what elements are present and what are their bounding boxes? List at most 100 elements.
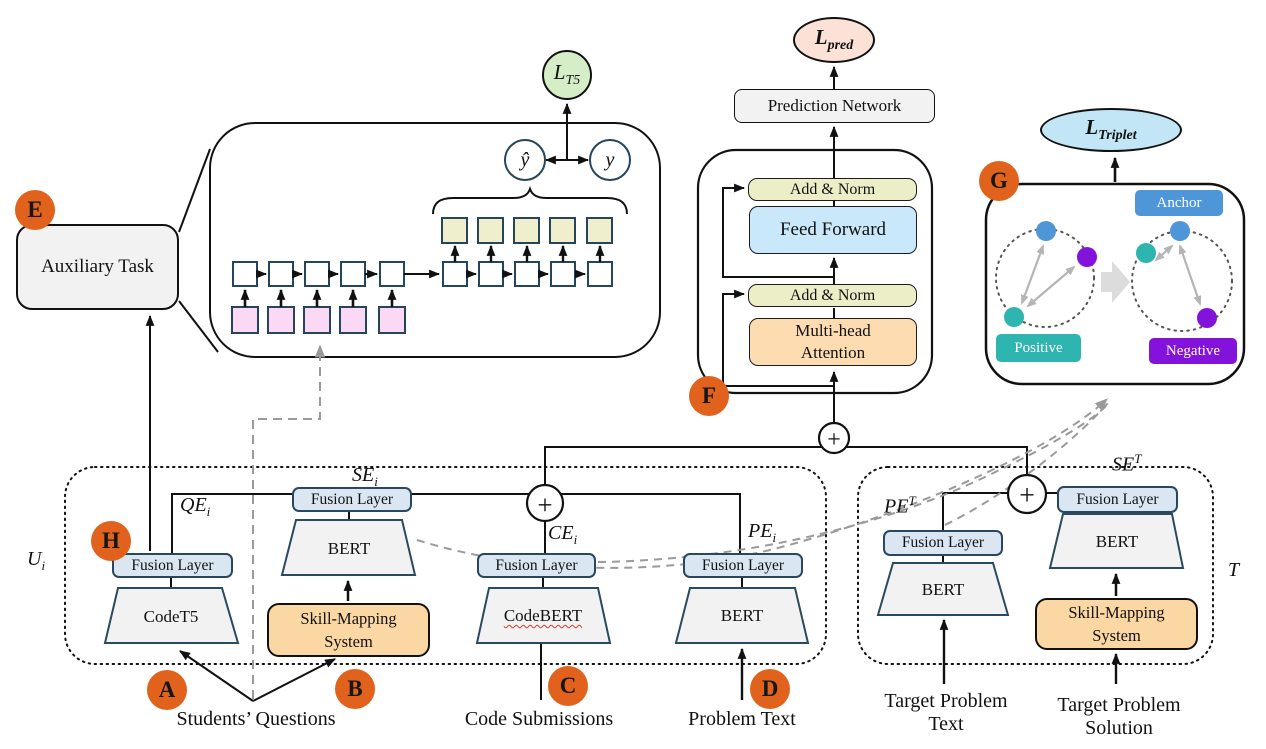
- positive-dot: [1136, 243, 1156, 263]
- dashed-routes: [252, 344, 1111, 699]
- input-token-cell: [231, 306, 259, 334]
- label-pe: PEi: [748, 520, 777, 545]
- residual-lower: [722, 289, 834, 387]
- negative-label: Negative: [1149, 338, 1237, 364]
- input-token-cell: [267, 306, 295, 334]
- triplet-internals: [995, 221, 1233, 332]
- loss-pred-node: Lpred: [793, 17, 875, 63]
- output-token-cell: [513, 217, 540, 244]
- arrow-questions-to-sms: [252, 658, 336, 702]
- encoder-cell: [304, 261, 330, 287]
- plus-symbol: +: [827, 427, 841, 453]
- output-token-cell: [586, 217, 613, 244]
- codet5-label: CodeT5: [143, 607, 199, 626]
- bert-set-label: BERT: [1095, 532, 1139, 551]
- concat-t: [1006, 473, 1048, 515]
- badge-f: F: [689, 376, 729, 416]
- dist-anchor-positive-after: [1154, 244, 1174, 262]
- encoder-cell: [340, 261, 366, 287]
- bert-pe-shape: [674, 587, 810, 644]
- residual-upper: [722, 183, 834, 278]
- badge-g: G: [979, 161, 1019, 201]
- bert-set-shape: [1048, 513, 1185, 569]
- bert-se-shape: [280, 519, 417, 576]
- fusion-layer-set: Fusion Layer: [1057, 486, 1178, 513]
- t5-cells: [231, 185, 628, 334]
- positive-dot: [1004, 307, 1024, 327]
- label-ui: Ui: [27, 548, 46, 573]
- label-se: SEi: [352, 464, 378, 489]
- anchor-dot: [1036, 221, 1056, 241]
- codet5-shape: [103, 587, 240, 644]
- target-problem-text-label: Target Problem Text: [884, 690, 1008, 735]
- input-token-cell: [378, 306, 406, 334]
- label-pet: PET: [884, 493, 916, 518]
- transition-arrow: [1101, 261, 1130, 303]
- decoder-cell: [514, 261, 540, 287]
- bert-pe-label: BERT: [720, 606, 764, 625]
- output-token-cell: [549, 217, 576, 244]
- dist-positive-negative-before: [1026, 265, 1076, 308]
- t5-cell-arrows: [240, 244, 605, 307]
- positive-label: Positive: [996, 334, 1081, 362]
- label-ce: CEi: [548, 522, 578, 547]
- connectors: [145, 65, 1121, 702]
- fusion-layer-ce: Fusion Layer: [477, 553, 596, 578]
- badge-c: C: [548, 666, 588, 706]
- code-submissions-label: Code Submissions: [464, 708, 614, 730]
- anchor-label: Anchor: [1135, 190, 1223, 216]
- anchor-dot: [1170, 221, 1190, 241]
- badge-b: B: [335, 669, 375, 709]
- concat-nodes: + + +: [525, 421, 1048, 523]
- fusion-layer-pet: Fusion Layer: [883, 530, 1003, 556]
- prediction-network-box: Prediction Network: [734, 89, 935, 123]
- fusion-layer-pe: Fusion Layer: [683, 553, 803, 578]
- codebert-shape: [475, 587, 612, 644]
- badge-a: A: [147, 670, 187, 710]
- target-session-box: [857, 466, 1214, 665]
- negative-dot: [1197, 308, 1217, 328]
- loss-t5-node: LT5: [542, 50, 592, 100]
- t5-detail-bubble: [178, 122, 661, 358]
- wire-pet-to-plus: [942, 492, 1008, 530]
- label-set: SET: [1112, 451, 1142, 476]
- wire-plus-t-out: [846, 446, 1028, 475]
- bert-pet-label: BERT: [921, 580, 965, 599]
- feed-forward-box: Feed Forward: [749, 206, 917, 254]
- dashed-route-pet-to-triplet: [944, 402, 1109, 526]
- loss-triplet-node: LTriplet: [1040, 108, 1182, 152]
- decoder-cell: [550, 261, 576, 287]
- concat-main: [817, 421, 851, 455]
- y-hat-node: ŷ: [504, 139, 546, 181]
- negative-dot: [1077, 247, 1097, 267]
- dashed-questions-to-t5: [252, 344, 326, 699]
- wire-plus-ui-out: [544, 446, 822, 484]
- ui-session-box: [64, 466, 827, 665]
- dashed-route-se-to-triplet: [416, 398, 1108, 569]
- decoder-cell: [442, 261, 468, 287]
- add-norm-upper-box: Add & Norm: [748, 178, 917, 201]
- add-norm-lower-box: Add & Norm: [748, 284, 917, 307]
- output-brace: [432, 185, 628, 215]
- target-problem-solution-label: Target Problem Solution: [1057, 694, 1181, 739]
- codebert-label: CodeBERT: [503, 606, 583, 625]
- fusion-layer-se: Fusion Layer: [292, 487, 412, 512]
- problem-text-label: Problem Text: [688, 708, 796, 730]
- fusion-layer-qe: Fusion Layer: [112, 553, 233, 578]
- bert-se-label: BERT: [327, 539, 371, 558]
- output-token-cell: [477, 217, 504, 244]
- badge-h: H: [91, 521, 131, 561]
- auxiliary-task-box: Auxiliary Task: [16, 224, 179, 310]
- decoder-cell: [587, 261, 613, 287]
- badge-e: E: [15, 190, 55, 230]
- wire-pe-to-plus: [561, 493, 741, 553]
- embedding-space-before: [995, 228, 1095, 328]
- output-token-cell: [441, 217, 468, 244]
- arrow-questions-to-codet5: [179, 650, 254, 702]
- badge-d: D: [750, 669, 790, 709]
- label-qe: QEi: [180, 494, 211, 519]
